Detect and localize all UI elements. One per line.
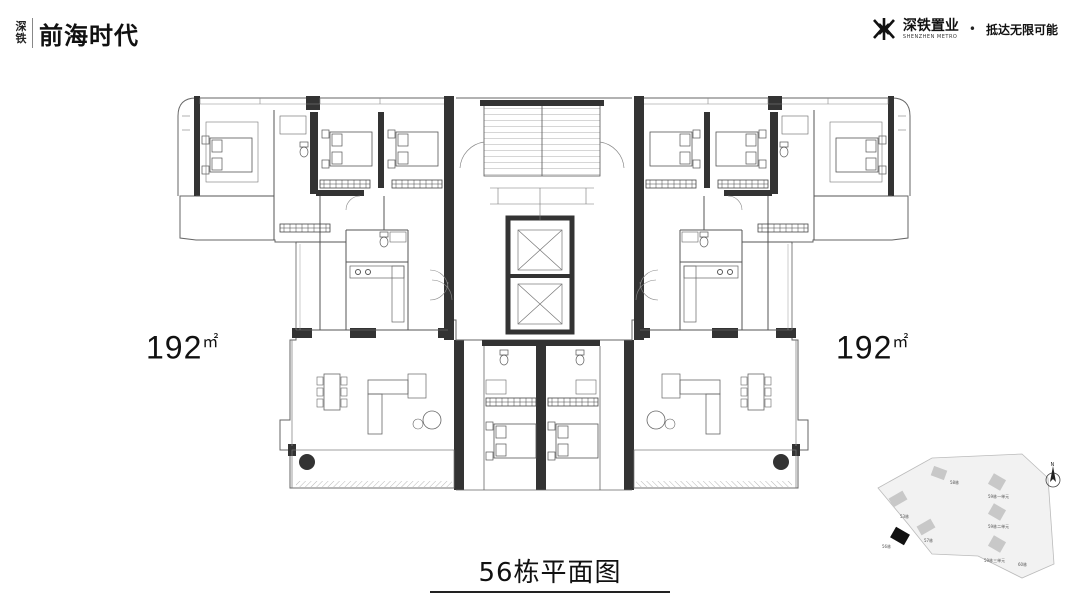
right-unit-area: 192㎡	[836, 328, 909, 367]
label-60: 60栋	[1018, 561, 1027, 567]
svg-text:N: N	[1051, 462, 1055, 468]
north-arrow-icon: N	[1045, 462, 1061, 488]
left-unit-area: 192㎡	[146, 328, 219, 367]
metro-logo-icon	[872, 18, 895, 40]
building-53	[888, 490, 908, 508]
site-key-map: 53栋 58栋 56栋 57栋 59栋一单元 59栋二单元 59栋三单元 60栋	[877, 453, 1055, 579]
developer-name-block: 深铁置业 SHENZHEN METRO	[902, 17, 959, 40]
left-area-unit: ㎡	[202, 334, 220, 351]
building-59-3	[987, 535, 1007, 553]
project-logo: 深铁 前海时代	[14, 14, 139, 52]
plan-caption: 56栋平面图	[478, 558, 622, 588]
logo-divider	[32, 18, 33, 48]
building-core	[431, 97, 657, 491]
separator-dot: •	[968, 22, 976, 36]
developer-name-en: SHENZHEN METRO	[902, 33, 958, 40]
left-area-value: 192	[146, 329, 203, 366]
label-59-2: 59栋二单元	[988, 523, 1009, 529]
caption-underline	[430, 591, 670, 593]
label-59-3: 59栋三单元	[984, 557, 1005, 563]
building-54	[930, 465, 948, 481]
building-57	[916, 518, 936, 536]
label-57: 57栋	[924, 537, 933, 543]
slogan: 抵达无限可能	[985, 22, 1058, 37]
right-unit	[624, 96, 910, 490]
plan-caption-block: 56栋平面图	[430, 552, 670, 589]
building-56-highlight	[890, 526, 910, 546]
right-area-value: 192	[836, 329, 893, 366]
building-59-2	[987, 503, 1007, 521]
developer-logo: 深铁置业 SHENZHEN METRO • 抵达无限可能	[871, 16, 1058, 42]
developer-name: 深铁置业	[902, 17, 959, 34]
label-53: 53栋	[900, 513, 909, 519]
label-56: 56栋	[882, 543, 891, 549]
brand-small-text: 深铁	[15, 20, 27, 45]
label-59-1: 59栋一单元	[988, 493, 1009, 499]
right-area-unit: ㎡	[892, 334, 910, 351]
building-59-1	[987, 473, 1007, 491]
brand-title: 前海时代	[39, 20, 139, 50]
left-unit	[178, 96, 464, 490]
label-58: 58栋	[950, 479, 959, 485]
